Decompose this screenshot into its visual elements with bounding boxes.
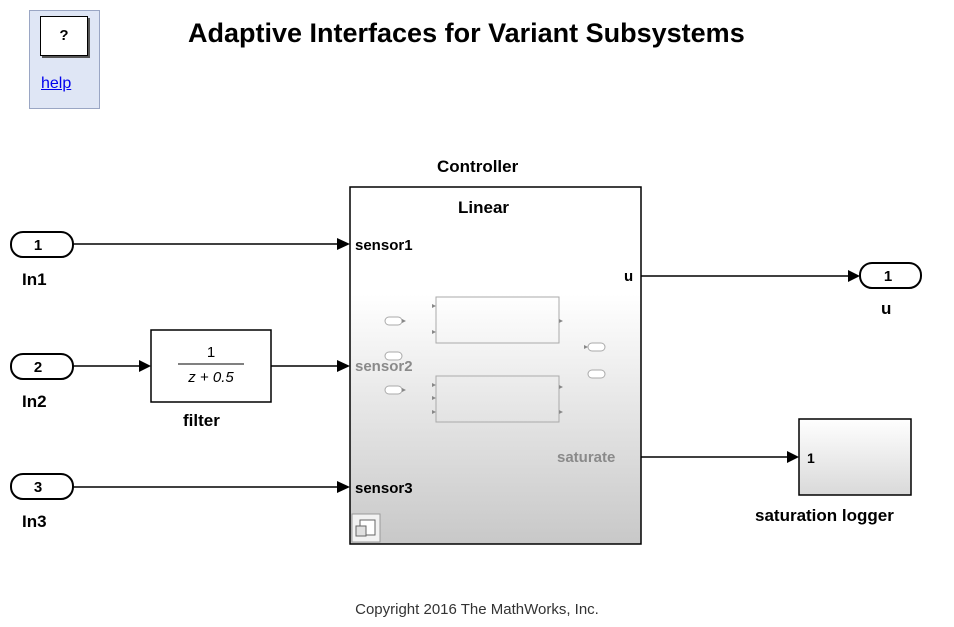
inport-3-label: In3 bbox=[22, 512, 47, 531]
port-sensor2: sensor2 bbox=[355, 358, 413, 375]
active-variant-label: Linear bbox=[458, 198, 510, 217]
inport-2-number: 2 bbox=[34, 359, 42, 376]
filter-label: filter bbox=[183, 411, 220, 430]
outport-number: 1 bbox=[884, 268, 892, 285]
logger-label: saturation logger bbox=[755, 506, 894, 525]
inport-1-block[interactable]: 1 bbox=[10, 231, 74, 258]
model-title: Adaptive Interfaces for Variant Subsyste… bbox=[188, 18, 745, 48]
inport-2-block[interactable]: 2 bbox=[10, 353, 74, 380]
controller-label: Controller bbox=[437, 157, 519, 176]
saturation-logger-block[interactable]: 1 bbox=[798, 418, 912, 496]
outport-label: u bbox=[881, 299, 892, 318]
port-sensor3: sensor3 bbox=[355, 480, 413, 497]
port-sensor1: sensor1 bbox=[355, 237, 413, 254]
filter-denominator: z + 0.5 bbox=[187, 369, 234, 386]
inport-1-number: 1 bbox=[34, 237, 42, 254]
inport-3-block[interactable]: 3 bbox=[10, 473, 74, 500]
help-link[interactable]: help bbox=[41, 75, 72, 92]
port-saturate: saturate bbox=[557, 449, 616, 466]
filter-numerator: 1 bbox=[207, 344, 215, 361]
outport-u-block[interactable]: 1 bbox=[859, 262, 922, 289]
copyright-note: Copyright 2016 The MathWorks, Inc. bbox=[355, 601, 599, 618]
filter-block[interactable]: 1 z + 0.5 bbox=[150, 329, 272, 403]
help-icon[interactable]: ? bbox=[40, 16, 88, 56]
signal-lines bbox=[73, 243, 848, 488]
inport-2-label: In2 bbox=[22, 392, 47, 411]
port-u: u bbox=[624, 268, 634, 285]
variant-preview-ports bbox=[402, 304, 588, 414]
controller-subsystem[interactable] bbox=[349, 186, 642, 545]
logger-port-number: 1 bbox=[807, 450, 815, 466]
variant-badge-icon[interactable] bbox=[351, 513, 381, 543]
inport-3-number: 3 bbox=[34, 479, 42, 496]
inport-1-label: In1 bbox=[22, 270, 47, 289]
signal-arrowheads bbox=[139, 238, 860, 493]
